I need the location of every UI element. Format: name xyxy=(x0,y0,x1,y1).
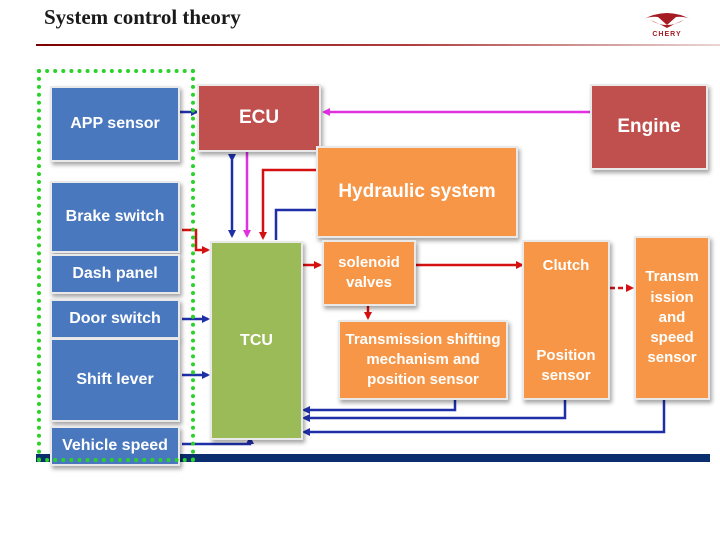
wire-position-feedback xyxy=(302,398,567,422)
svg-text:CHERY: CHERY xyxy=(652,31,681,38)
block-transmission-speed-sensor: Transm ission and speed sensor xyxy=(634,236,710,400)
sensor-group-outline xyxy=(37,69,195,462)
vehicle-speed-label: Vehicle speed xyxy=(62,437,168,455)
clutch-label: Clutch xyxy=(542,257,590,274)
transmission-speed-sensor-label: Transm ission and speed sensor xyxy=(645,268,699,367)
door-switch-label: Door switch xyxy=(69,310,161,328)
ecu-label: ECU xyxy=(238,107,280,129)
wire-tcu-to-hydraulic xyxy=(274,208,330,240)
shift-lever-label: Shift lever xyxy=(76,371,154,389)
hydraulic-system-label: Hydraulic system xyxy=(338,181,496,203)
block-hydraulic-system: Hydraulic system xyxy=(316,146,518,238)
app-sensor-label: APP sensor xyxy=(70,115,160,133)
wire-hydraulic-to-ecu xyxy=(259,168,316,240)
transmission-shifting-label: Transmission shifting mechanism and posi… xyxy=(345,330,501,389)
wire-brake-to-tcu xyxy=(182,228,210,254)
footer-bar xyxy=(36,454,710,462)
wire-vehiclespeed-to-tcu xyxy=(182,436,254,446)
block-ecu: ECU xyxy=(197,84,321,152)
wire-shifting-feedback xyxy=(302,398,457,414)
block-door-switch: Door switch xyxy=(50,299,180,339)
chery-logo: CHERY xyxy=(636,8,698,38)
block-brake-switch: Brake switch xyxy=(50,181,180,253)
block-tcu: TCU xyxy=(210,241,303,440)
block-solenoid-valves: solenoid valves xyxy=(322,240,416,306)
block-engine: Engine xyxy=(590,84,708,170)
engine-label: Engine xyxy=(617,116,681,138)
position-sensor-label: Position sensor xyxy=(536,346,596,384)
wire-speed-feedback xyxy=(302,398,666,436)
title-divider xyxy=(36,44,720,46)
page-title: System control theory xyxy=(44,5,241,29)
dash-panel-label: Dash panel xyxy=(72,265,158,283)
solenoid-valves-label: solenoid valves xyxy=(338,253,400,291)
block-clutch-position: Clutch Position sensor xyxy=(522,240,610,400)
block-transmission-shifting: Transmission shifting mechanism and posi… xyxy=(338,320,508,400)
block-shift-lever: Shift lever xyxy=(50,338,180,422)
tcu-label: TCU xyxy=(240,331,273,349)
block-dash-panel: Dash panel xyxy=(50,254,180,294)
brake-switch-label: Brake switch xyxy=(65,208,165,226)
block-app-sensor: APP sensor xyxy=(50,86,180,162)
